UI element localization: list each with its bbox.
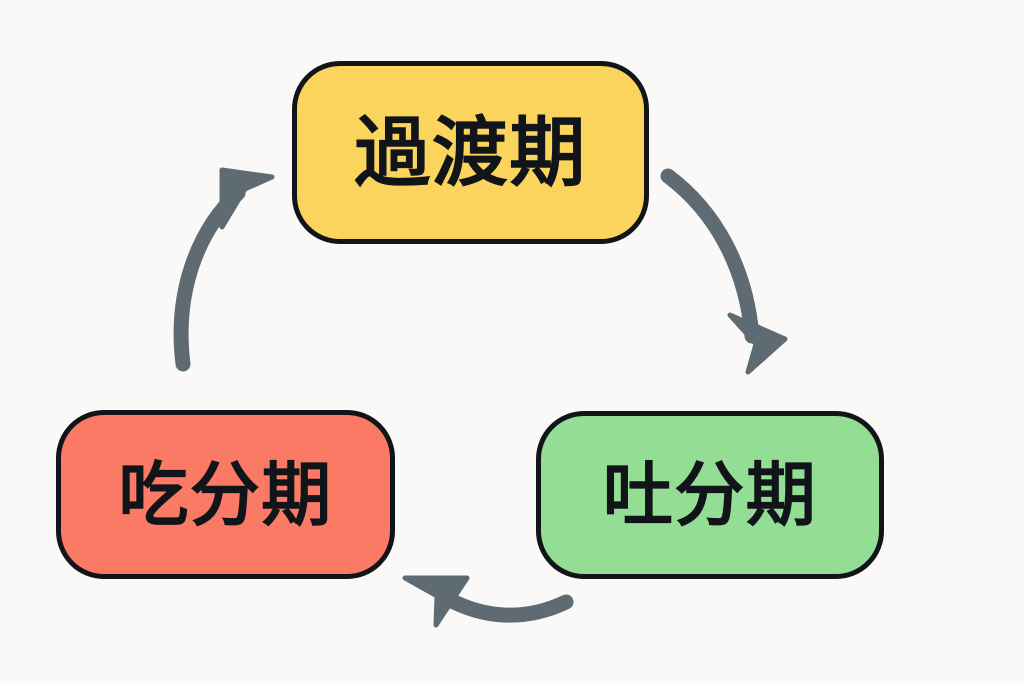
arrow-input-to-transition	[173, 167, 275, 372]
arrow-output-to-input	[402, 575, 574, 628]
arrow-transition-to-output-head	[727, 312, 788, 375]
arrow-input-to-transition-head	[219, 167, 275, 230]
node-box-output[interactable]: 吐分期	[536, 411, 884, 579]
node-label-transition: 過渡期	[354, 107, 587, 197]
node-box-input[interactable]: 吃分期	[56, 410, 395, 579]
arrow-output-to-input-head	[402, 575, 470, 628]
arrow-transition-to-output-shaft	[660, 168, 760, 344]
node-label-input: 吃分期	[118, 453, 333, 536]
arrow-transition-to-output	[660, 168, 788, 375]
node-label-output: 吐分期	[602, 454, 818, 536]
node-box-transition[interactable]: 過渡期	[292, 61, 649, 244]
arrow-output-to-input-shaft	[444, 593, 574, 623]
